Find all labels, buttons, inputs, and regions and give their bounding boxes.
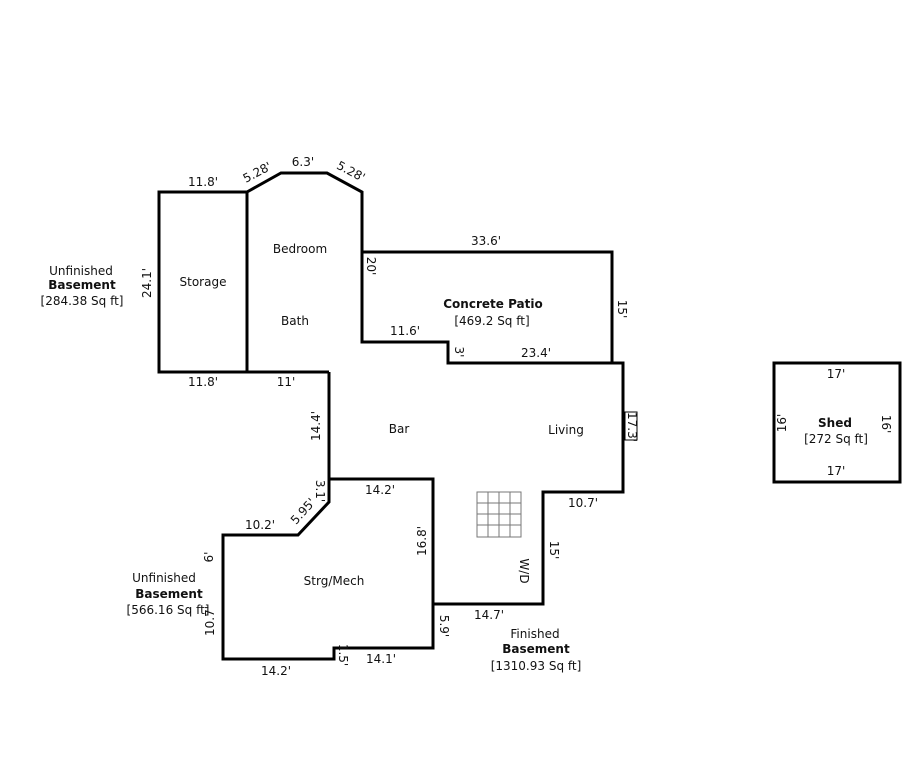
area-patio-name: Concrete Patio	[443, 297, 542, 311]
dim-patio-right: 15'	[615, 300, 629, 319]
room-label-storage: Storage	[180, 275, 227, 289]
dim-shed-right: 16'	[879, 415, 893, 434]
area-finished-line3: [1310.93 Sq ft]	[491, 659, 582, 673]
dim-living-bottom: 10.7'	[568, 496, 598, 510]
dim-storage-top: 11.8'	[188, 175, 218, 189]
area-shed-name: Shed	[818, 416, 852, 430]
dim-strg-top: 14.2'	[365, 483, 395, 497]
dim-bed-bevel-left: 5.28'	[241, 159, 274, 185]
dim-patio-top: 33.6'	[471, 234, 501, 248]
dim-living-right: 17.3'	[625, 412, 639, 442]
room-label-bath: Bath	[281, 314, 309, 328]
dim-wd-right: 15'	[547, 541, 561, 560]
area-unfinished-1-line3: [284.38 Sq ft]	[41, 294, 124, 308]
area-finished-line1: Finished	[510, 627, 559, 641]
dim-shed-left: 16'	[775, 414, 789, 433]
dim-patio-bottom-right: 23.4'	[521, 346, 551, 360]
dim-strg-left: 10.7'	[203, 606, 217, 636]
dim-shed-top: 17'	[827, 367, 846, 381]
dim-storage-bottom: 11.8'	[188, 375, 218, 389]
dim-bar-step: 3.1'	[313, 480, 327, 502]
room-label-living: Living	[548, 423, 584, 437]
dim-wd-bottom: 14.7'	[474, 608, 504, 622]
area-unfinished-1-line1: Unfinished	[49, 264, 113, 278]
fireplace-marker	[624, 411, 638, 441]
dim-bed-top: 6.3'	[292, 155, 314, 169]
shed-outline	[772, 361, 902, 484]
dim-patio-step: 3'	[452, 347, 466, 358]
room-label-bar: Bar	[389, 422, 410, 436]
dim-strg-right: 16.8'	[415, 526, 429, 556]
dim-strg-left-short: 6'	[202, 552, 216, 563]
area-unfinished-2-line2: Basement	[135, 587, 203, 601]
dim-patio-bottom-left: 11.6'	[390, 324, 420, 338]
dim-storage-left: 24.1'	[140, 268, 154, 298]
area-shed-size: [272 Sq ft]	[804, 432, 868, 446]
dim-patio-left: 20'	[364, 257, 378, 276]
dim-strg-notch: 1.5'	[336, 644, 350, 666]
stairs	[476, 491, 522, 538]
area-unfinished-2-line1: Unfinished	[132, 571, 196, 585]
dim-strg-right-low: 5.9'	[437, 615, 451, 637]
dim-strg-bottom-right: 14.1'	[366, 652, 396, 666]
room-label-strg-mech: Strg/Mech	[304, 574, 365, 588]
area-unfinished-2-line3: [566.16 Sq ft]	[127, 603, 210, 617]
dim-strg-left-top: 10.2'	[245, 518, 275, 532]
room-label-wd: W/D	[517, 558, 531, 583]
dim-bath-bottom: 11'	[277, 375, 296, 389]
dim-bar-left: 14.4'	[309, 411, 323, 441]
area-finished-line2: Basement	[502, 642, 570, 656]
dim-shed-bottom: 17'	[827, 464, 846, 478]
area-unfinished-1-line2: Basement	[48, 278, 116, 292]
concrete-patio-outline	[362, 250, 614, 363]
finished-basement-outline	[221, 171, 625, 661]
dim-strg-bottom-left: 14.2'	[261, 664, 291, 678]
area-patio-size: [469.2 Sq ft]	[454, 314, 529, 328]
room-label-bedroom: Bedroom	[273, 242, 327, 256]
